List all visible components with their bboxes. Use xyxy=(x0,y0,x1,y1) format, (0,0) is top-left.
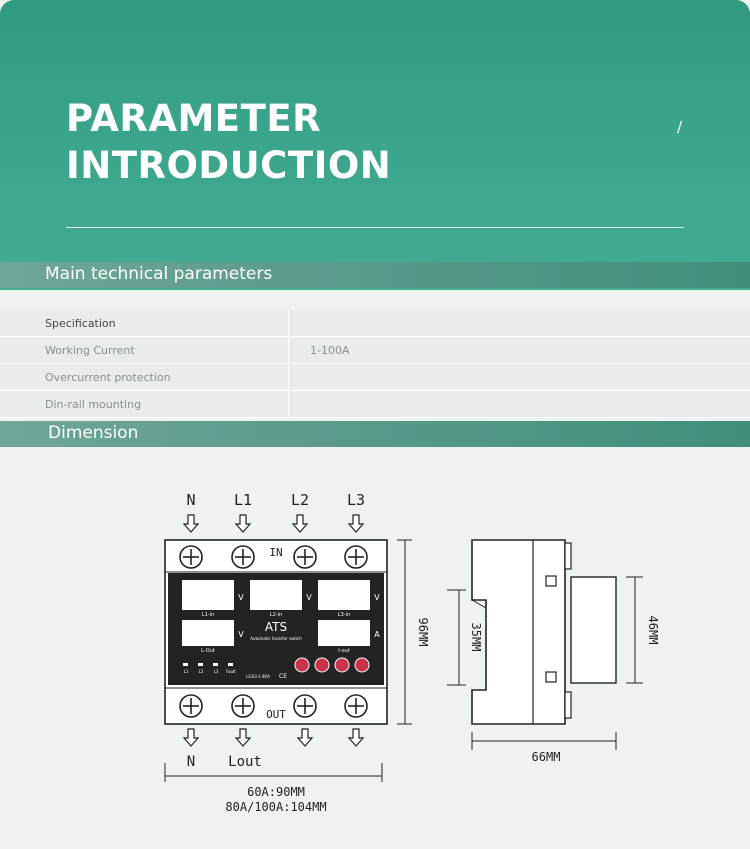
window-label: L2-in xyxy=(270,612,282,618)
screw-terminal-icon xyxy=(293,694,317,718)
screw-terminal-icon xyxy=(344,694,368,718)
width-dimension: 60A:90MM xyxy=(247,785,305,799)
in-label: IN xyxy=(269,546,282,559)
side-view xyxy=(471,539,617,725)
screw-terminal-icon xyxy=(179,545,203,569)
led-label: L2 xyxy=(199,669,204,674)
led-label: L3 xyxy=(214,669,219,674)
display-window xyxy=(182,580,234,610)
title-line-1: PARAMETER xyxy=(66,97,322,140)
spec-key: Working Current xyxy=(45,344,135,357)
side-width-dimension: 66MM xyxy=(532,750,561,764)
screw-terminal-icon xyxy=(231,694,255,718)
panel-title: ATS xyxy=(265,620,287,634)
unit-label: V xyxy=(306,593,312,602)
led-indicator xyxy=(183,663,188,666)
terminal-label: L3 xyxy=(347,491,365,509)
arrow-down-icon xyxy=(348,728,364,747)
bottom-terminal-label: Lout xyxy=(228,754,262,770)
page-title: PARAMETER INTRODUCTION xyxy=(66,95,391,189)
display-window xyxy=(250,580,302,610)
depth-dimension: 46MM xyxy=(646,616,660,645)
model-label: LGX3-1 80A xyxy=(246,674,270,679)
panel-button-icon xyxy=(294,657,310,673)
spec-key: Specification xyxy=(45,317,116,330)
title-line-2: INTRODUCTION xyxy=(66,144,392,187)
screw-terminal-icon xyxy=(179,694,203,718)
arrow-down-icon xyxy=(183,514,199,533)
display-window xyxy=(182,620,234,646)
ce-mark: CE xyxy=(279,673,287,680)
out-label: OUT xyxy=(266,708,286,721)
arrow-down-icon xyxy=(235,514,251,533)
spec-row: Specification xyxy=(0,310,750,337)
led-indicator xyxy=(213,663,218,666)
window-label: L3-in xyxy=(338,612,350,618)
height-dimension: 96MM xyxy=(416,618,430,647)
spec-key: Overcurrent protection xyxy=(45,371,171,384)
unit-label: V xyxy=(238,593,244,602)
spec-separator xyxy=(288,310,289,336)
arrow-down-icon xyxy=(235,728,251,747)
rail-dimension: 35MM xyxy=(469,623,483,652)
hero-banner: PARAMETER INTRODUCTION / xyxy=(0,0,750,290)
spec-separator xyxy=(288,391,289,417)
display-window xyxy=(318,620,370,646)
section-band-parameters: Main technical parameters xyxy=(0,262,750,288)
led-label: Fault xyxy=(226,669,236,674)
bottom-terminal-label: N xyxy=(187,754,195,770)
spec-row: Working Current 1-100A xyxy=(0,337,750,364)
unit-label: V xyxy=(374,593,380,602)
panel-button-icon xyxy=(334,657,350,673)
spec-table: Specification Working Current 1-100A Ove… xyxy=(0,310,750,418)
spec-separator xyxy=(288,337,289,363)
window-label: L-Out xyxy=(201,648,215,654)
screw-terminal-icon xyxy=(344,545,368,569)
arrow-down-icon xyxy=(292,514,308,533)
led-label: L1 xyxy=(184,669,189,674)
screw-terminal-icon xyxy=(293,545,317,569)
terminal-label: L1 xyxy=(234,491,252,509)
hero-divider xyxy=(66,227,684,228)
arrow-down-icon xyxy=(183,728,199,747)
spec-separator xyxy=(288,364,289,390)
led-indicator xyxy=(228,663,233,666)
hero-slash-mark: / xyxy=(677,118,683,136)
panel-button-icon xyxy=(314,657,330,673)
section-band-dimension: Dimension xyxy=(0,421,750,447)
dimension-drawing: N L1 L2 L3 IN L1-in L2-in L3-in L-Out I-… xyxy=(164,491,660,814)
spec-value: 1-100A xyxy=(310,344,350,357)
section-title-parameters: Main technical parameters xyxy=(45,264,273,284)
panel-subtitle: Automatic transfer switch xyxy=(250,636,302,641)
arrow-down-icon xyxy=(348,514,364,533)
section-title-dimension: Dimension xyxy=(48,423,139,443)
spec-row: Din-rail mounting xyxy=(0,391,750,418)
unit-label: A xyxy=(374,630,380,639)
terminal-label: N xyxy=(186,491,195,509)
spec-row: Overcurrent protection xyxy=(0,364,750,391)
display-window xyxy=(318,580,370,610)
power-button-icon xyxy=(354,657,370,673)
arrow-down-icon xyxy=(297,728,313,747)
unit-label: V xyxy=(238,630,244,639)
width-dimension: 80A/100A:104MM xyxy=(225,800,326,814)
spec-key: Din-rail mounting xyxy=(45,398,142,411)
led-indicator xyxy=(198,663,203,666)
window-label: I-out xyxy=(338,648,350,654)
dimension-diagram: N L1 L2 L3 IN L1-in L2-in L3-in L-Out I-… xyxy=(0,460,750,845)
screw-terminal-icon xyxy=(231,545,255,569)
window-label: L1-in xyxy=(202,612,214,618)
terminal-label: L2 xyxy=(291,491,309,509)
